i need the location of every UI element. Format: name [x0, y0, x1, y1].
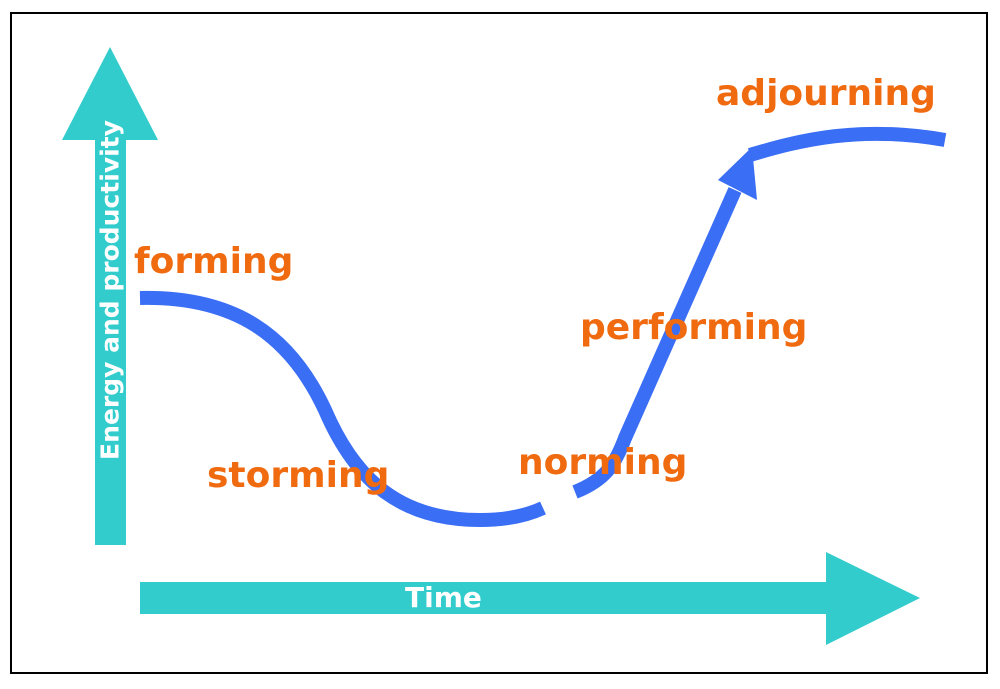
- y-axis-arrow: [62, 47, 158, 545]
- stage-label-norming: norming: [518, 442, 688, 483]
- curve-adjourning: [747, 126, 947, 162]
- performing-arrowhead: [718, 147, 757, 200]
- stage-label-adjourning: adjourning: [716, 73, 936, 114]
- stage-label-storming: storming: [207, 455, 390, 496]
- stage-label-forming: forming: [134, 241, 294, 282]
- y-axis-label: Energy and productivity: [95, 120, 125, 460]
- x-axis-arrow: [140, 552, 920, 645]
- curve-norming-to-performing: [572, 187, 742, 499]
- curve-forming-to-norming: [139, 290, 546, 528]
- stage-label-performing: performing: [580, 307, 808, 348]
- x-axis-label: Time: [405, 581, 482, 614]
- diagram-frame: [10, 12, 988, 674]
